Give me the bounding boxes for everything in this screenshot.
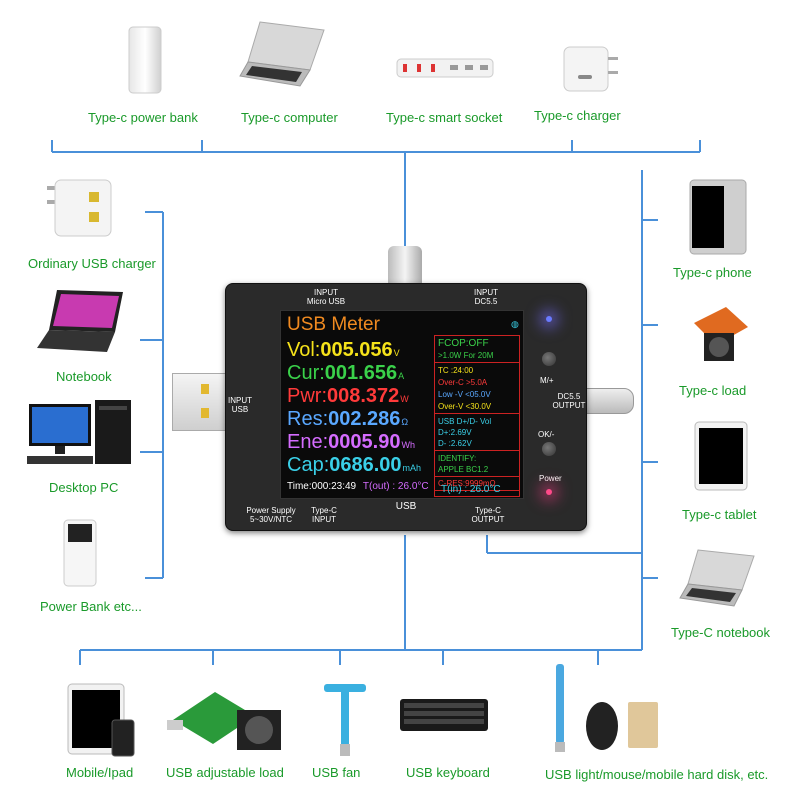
laptop-icon — [678, 548, 758, 610]
usb-dd-voltage: USB D+/D- Vol — [438, 417, 492, 426]
usb-charger-icon — [45, 178, 115, 240]
fcop-status: FCOP:OFF — [438, 338, 489, 349]
tout-readout: T(out) : 26.0°C — [362, 481, 429, 492]
port-label-type-c-output: Type-C OUTPUT — [471, 506, 505, 524]
identify-label: IDENTIFY: — [438, 454, 477, 463]
fan-icon — [320, 680, 370, 758]
reading-energy: Ene:0005.90Wh — [287, 431, 415, 453]
reading-resistance: Res:002.286Ω — [287, 408, 409, 430]
tablet-phone-icon — [66, 682, 138, 757]
led-blue — [546, 316, 552, 322]
right-device-label: Type-C notebook — [671, 625, 771, 640]
over-current: Over-C >5.0A — [438, 378, 488, 387]
port-label-usb-input: INPUT USB — [228, 396, 252, 414]
over-voltage: Over-V <30.0V — [438, 402, 492, 411]
right-device-label: Type-c phone — [673, 265, 752, 280]
notebook-icon — [35, 288, 127, 356]
d-plus-voltage: D+:2.69V — [438, 428, 472, 437]
top-device-label: Type-c smart socket — [386, 110, 503, 125]
m-plus-button[interactable] — [542, 352, 556, 366]
right-device-label: Type-c load — [679, 383, 747, 398]
d-minus-voltage: D- :2.62V — [438, 439, 472, 448]
meter-screen: USB Meter Vol:005.056V Cur:001.656A Pwr:… — [280, 310, 524, 499]
top-device-label: Type-c computer — [241, 110, 338, 125]
right-device-label: Type-c tablet — [682, 507, 757, 522]
type-c-plug — [388, 246, 422, 286]
low-voltage: Low -V <05.0V — [438, 390, 491, 399]
port-label-type-c-input: Type-C INPUT — [311, 506, 337, 524]
top-device-label: Type-c charger — [534, 108, 621, 123]
bottom-device-label: USB light/mouse/mobile hard disk, etc. — [545, 767, 769, 782]
bottom-device-label: USB fan — [312, 765, 361, 780]
tablet-icon — [693, 420, 749, 492]
port-label-power-supply: Power Supply 5~30V/NTC — [246, 506, 296, 524]
port-label-dc55-output: DC5.5 OUTPUT — [552, 392, 586, 410]
time-readout: Time:000:23:49 — [287, 481, 357, 492]
status-panel: FCOP:OFF >1.0W For 20M TC :24:00 Over-C … — [434, 335, 520, 497]
power-label: Power — [539, 474, 562, 483]
reading-capacity: Cap:0686.00mAh — [287, 454, 422, 476]
reading-voltage: Vol:005.056V — [287, 339, 400, 361]
reading-power: Pwr:008.372W — [287, 385, 409, 407]
fcop-threshold: >1.0W For 20M — [438, 351, 494, 360]
charger-icon — [560, 35, 620, 95]
power-strip-icon — [395, 55, 495, 81]
led-red — [546, 489, 552, 495]
tin-readout: T(in) : 26.0°C — [441, 484, 501, 495]
bottom-device-label: USB adjustable load — [166, 765, 284, 780]
power-bank-icon — [125, 25, 165, 95]
power-bank-icon — [62, 518, 98, 588]
left-device-label: Desktop PC — [49, 480, 119, 495]
ok-minus-label: OK/- — [538, 430, 555, 439]
top-device-label: Type-c power bank — [88, 110, 198, 125]
port-label-micro-usb: INPUT Micro USB — [306, 288, 346, 306]
time-row: Time:000:23:49 T(out) : 26.0°C — [287, 481, 429, 492]
left-device-label: Power Bank etc... — [40, 599, 142, 614]
port-label-dc55-input: INPUT DC5.5 — [474, 288, 498, 306]
screen-title: USB Meter — [287, 314, 380, 335]
identify-protocol: APPLE BC1.2 — [438, 465, 489, 474]
dc-plug — [580, 388, 634, 414]
left-device-label: Notebook — [56, 369, 112, 384]
m-plus-label: M/+ — [540, 376, 554, 385]
laptop-icon — [238, 20, 328, 90]
c-res-value: C-RES:9999mΩ — [438, 479, 496, 488]
ok-minus-button[interactable] — [542, 442, 556, 456]
port-label-usb: USB — [395, 501, 417, 512]
bottom-device-label: Mobile/Ipad — [66, 765, 134, 780]
bottom-device-label: USB keyboard — [406, 765, 490, 780]
desktop-pc-icon — [25, 398, 135, 468]
signal-icon: ◍ — [511, 319, 519, 329]
tc-value: TC :24:00 — [438, 366, 474, 375]
left-device-label: Ordinary USB charger — [28, 256, 156, 271]
phone-icon — [688, 178, 748, 256]
usb-a-plug — [172, 373, 232, 431]
keyboard-icon — [398, 695, 490, 735]
lamp-mouse-disk-icon — [552, 662, 662, 754]
load-board-icon — [165, 680, 295, 758]
reading-current: Cur:001.656A — [287, 362, 405, 384]
load-board-icon — [690, 303, 752, 365]
